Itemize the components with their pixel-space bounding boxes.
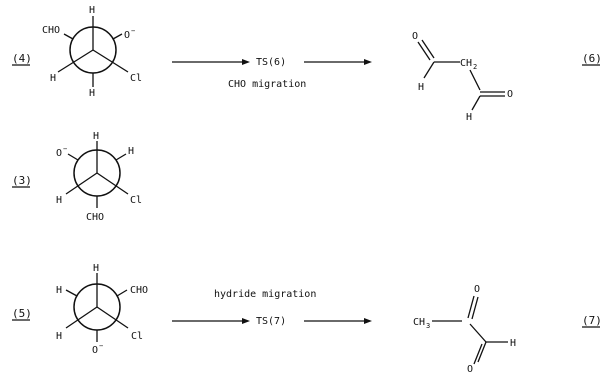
- subscript-label: 2: [473, 63, 477, 71]
- bond: [65, 306, 98, 329]
- bond: [96, 306, 129, 329]
- bond: [92, 49, 129, 73]
- label-compound-6: (6): [582, 52, 602, 65]
- bond: [471, 95, 481, 111]
- atom-label: Cl: [130, 195, 142, 206]
- atom-label: O: [124, 30, 130, 41]
- atom-label: H: [93, 131, 99, 142]
- atom-label: H: [418, 82, 424, 93]
- label-compound-5: (5): [12, 307, 32, 320]
- atom-label: H: [56, 285, 62, 296]
- atom-label: H: [50, 73, 56, 84]
- label-compound-4: (4): [12, 52, 32, 65]
- arrow-head: [364, 59, 372, 65]
- bond: [63, 33, 74, 40]
- atom-label: H: [89, 5, 95, 16]
- atom-label: CHO: [42, 25, 60, 36]
- transition-state-label: TS(7): [256, 316, 286, 327]
- atom-label: H: [510, 338, 516, 349]
- atom-label: Cl: [130, 73, 142, 84]
- atom-label: H: [56, 195, 62, 206]
- transition-state-label: TS(6): [256, 57, 286, 68]
- bond: [467, 295, 475, 319]
- atom-label: CH: [413, 317, 425, 328]
- atom-label: CHO: [130, 285, 148, 296]
- atom-label: H: [93, 263, 99, 274]
- newman-projection-3: H O − H H Cl CHO: [56, 131, 142, 223]
- arrow-head: [242, 59, 250, 65]
- bond: [417, 41, 431, 61]
- atom-label: O: [474, 284, 480, 295]
- bond: [96, 172, 129, 195]
- newman-projection-4: H CHO O − H Cl H: [42, 5, 142, 99]
- arrow-head: [364, 318, 372, 324]
- bond: [115, 153, 127, 161]
- arrow-head: [242, 318, 250, 324]
- atom-label: O: [56, 148, 62, 159]
- bond: [65, 172, 98, 195]
- atom-label: CH: [460, 58, 472, 69]
- atom-label: CHO: [86, 212, 104, 223]
- charge-label: −: [63, 145, 67, 153]
- charge-label: −: [131, 27, 135, 35]
- migration-label: hydride migration: [214, 289, 316, 300]
- bond: [469, 323, 487, 343]
- bond: [116, 289, 128, 297]
- atom-label: H: [466, 112, 472, 123]
- label-compound-3: (3): [12, 174, 32, 187]
- atom-label: O: [412, 31, 418, 42]
- product-7-structure: CH 3 O H O: [413, 284, 516, 373]
- bond: [57, 49, 94, 73]
- bond: [469, 69, 481, 91]
- newman-projection-5: H H CHO H O − Cl: [56, 263, 148, 356]
- atom-label: H: [89, 88, 95, 99]
- bond: [421, 39, 435, 59]
- bond: [471, 296, 479, 320]
- bond: [477, 341, 487, 363]
- migration-label: CHO migration: [228, 79, 306, 90]
- label-compound-7: (7): [582, 314, 602, 327]
- bond: [473, 343, 483, 365]
- atom-label: O: [507, 89, 513, 100]
- bond: [67, 153, 79, 161]
- product-6-structure: O H CH 2 O H: [412, 31, 513, 123]
- bond: [112, 33, 123, 40]
- atom-label: H: [128, 146, 134, 157]
- atom-label: O: [467, 364, 473, 373]
- bond: [423, 61, 435, 79]
- bond: [65, 289, 78, 297]
- atom-label: H: [56, 331, 62, 342]
- subscript-label: 3: [426, 322, 430, 330]
- charge-label: −: [99, 342, 103, 350]
- atom-label: O: [92, 345, 98, 356]
- atom-label: Cl: [131, 331, 143, 342]
